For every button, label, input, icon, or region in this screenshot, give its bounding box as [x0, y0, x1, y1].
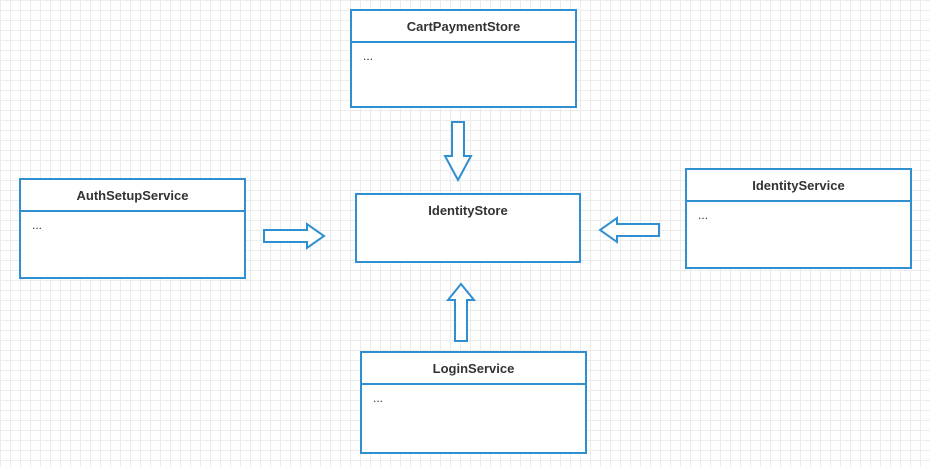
class-name-cart-payment-store: CartPaymentStore — [352, 11, 575, 43]
class-members-cart-payment-store: ... — [363, 49, 374, 63]
class-box-identity-service[interactable]: IdentityService ... — [685, 168, 912, 269]
class-name-login-service: LoginService — [362, 353, 585, 385]
class-name-identity-service: IdentityService — [687, 170, 910, 202]
class-name-identity-store: IdentityStore — [428, 202, 508, 218]
class-box-login-service[interactable]: LoginService ... — [360, 351, 587, 454]
class-members-identity-service: ... — [698, 208, 709, 222]
class-name-auth-setup-service: AuthSetupService — [21, 180, 244, 212]
class-box-cart-payment-store[interactable]: CartPaymentStore ... — [350, 9, 577, 108]
arrow-up-icon[interactable] — [445, 282, 477, 342]
class-members-login-service: ... — [373, 391, 384, 405]
class-box-identity-store[interactable]: IdentityStore — [355, 193, 581, 263]
class-box-auth-setup-service[interactable]: AuthSetupService ... — [19, 178, 246, 279]
arrow-down-icon[interactable] — [443, 121, 473, 183]
arrow-left-icon[interactable] — [598, 216, 660, 244]
class-members-auth-setup-service: ... — [32, 218, 43, 232]
arrow-right-icon[interactable] — [263, 222, 326, 250]
